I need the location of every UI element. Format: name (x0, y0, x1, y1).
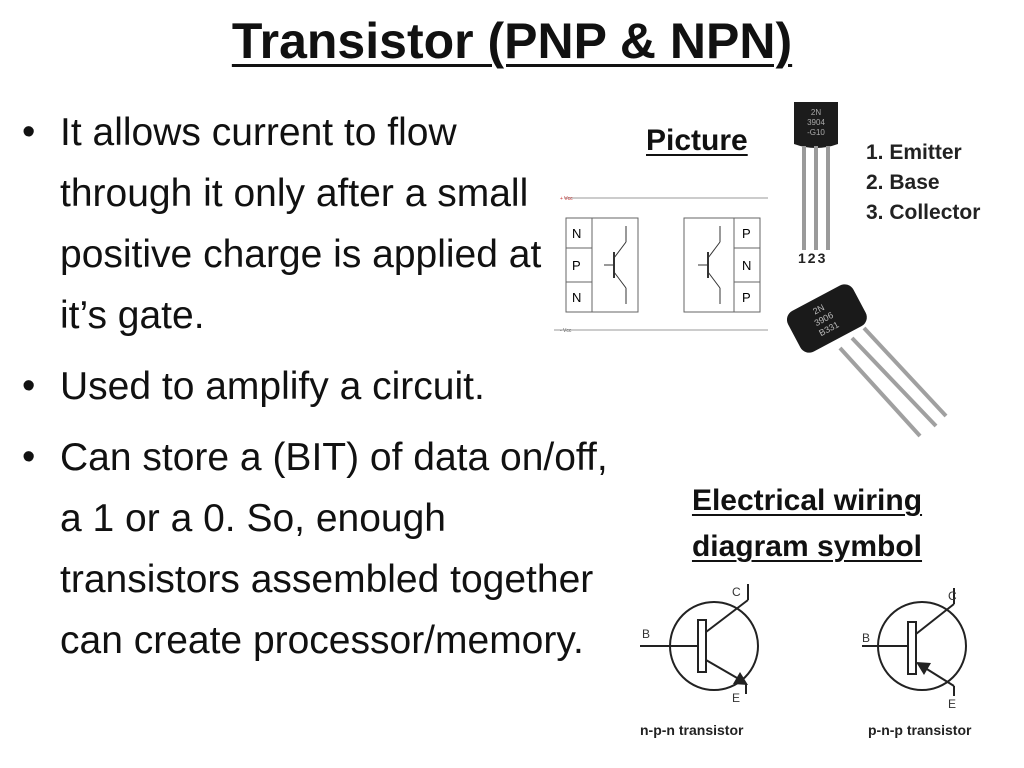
npn-terminal-e: E (732, 691, 740, 705)
marking-line-3: -G10 (807, 128, 825, 137)
slide-title: Transistor (PNP & NPN) (231, 13, 793, 69)
bullet-item: Used to amplify a circuit. (22, 356, 622, 417)
npn-terminal-c: C (732, 585, 741, 599)
bullet-item: It allows current to flow through it onl… (22, 102, 560, 346)
bullet-list: It allows current to flow through it onl… (22, 102, 622, 681)
transistor-photo-tilted: 2N 3906 B331 (786, 284, 948, 438)
layer-diagram: + Vcc - Vcc N P N P N P (554, 196, 768, 334)
pin-legend: 1. Emitter 2. Base 3. Collector (866, 138, 980, 228)
npn-layer-1: N (572, 226, 581, 241)
npn-layer-block (565, 217, 639, 313)
pnp-layer-block (683, 217, 761, 313)
picture-heading: Picture (646, 124, 748, 157)
npn-layer-2: P (572, 258, 581, 273)
transistor-photo-front: 2N 3904 -G10 (794, 102, 838, 250)
legend-base: 2. Base (866, 171, 940, 194)
marking2-line-1: 2N (811, 302, 826, 316)
bottom-rail-label: - Vcc (560, 328, 572, 334)
pnp-label: p-n-p transistor (868, 722, 972, 738)
legend-collector: 3. Collector (866, 201, 981, 224)
wiring-heading: Electrical wiring diagram symbol (691, 484, 923, 563)
legend-emitter: 1. Emitter (866, 141, 962, 164)
pnp-layer-1: P (742, 226, 751, 241)
pin-numbers: 123 (798, 250, 828, 266)
npn-layer-3: N (572, 290, 581, 305)
bullet-item: Can store a (BIT) of data on/off, a 1 or… (22, 427, 620, 671)
pnp-layer-3: P (742, 290, 751, 305)
pnp-symbol: B C E (862, 588, 967, 711)
circuit-symbols: B C E B C E (640, 584, 967, 711)
pnp-terminal-c: C (948, 589, 957, 603)
npn-label: n-p-n transistor (640, 722, 744, 738)
npn-terminal-b: B (642, 627, 650, 641)
npn-symbol: B C E (640, 584, 759, 705)
marking-line-1: 2N (811, 108, 821, 117)
pnp-terminal-b: B (862, 631, 870, 645)
top-rail-label: + Vcc (560, 196, 573, 202)
pnp-terminal-e: E (948, 697, 956, 711)
pnp-layer-2: N (742, 258, 751, 273)
marking-line-2: 3904 (807, 118, 825, 127)
